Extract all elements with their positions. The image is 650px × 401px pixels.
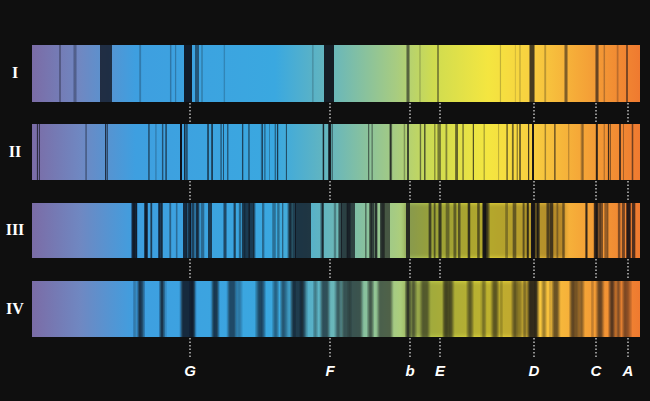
spectrum-band [32, 201, 640, 260]
spectrum-number: III [6, 222, 25, 238]
fraunhofer-line-letter: D [529, 363, 540, 378]
spectrum-number: I [12, 65, 18, 81]
spectrum-number: II [9, 144, 21, 160]
fraunhofer-line-letter: C [591, 363, 602, 378]
fraunhofer-line-letter: b [405, 363, 414, 378]
spectrum-band [32, 279, 640, 339]
dotted-guide-lines [190, 103, 628, 357]
fraunhofer-line-letter: G [184, 363, 196, 378]
spectrum-number: IV [6, 301, 24, 317]
spectrum-band [32, 122, 640, 182]
spectrum-band [32, 43, 640, 104]
fraunhofer-line-letter: F [325, 363, 334, 378]
fraunhofer-line-letter: E [435, 363, 445, 378]
fraunhofer-line-letter: A [623, 363, 634, 378]
